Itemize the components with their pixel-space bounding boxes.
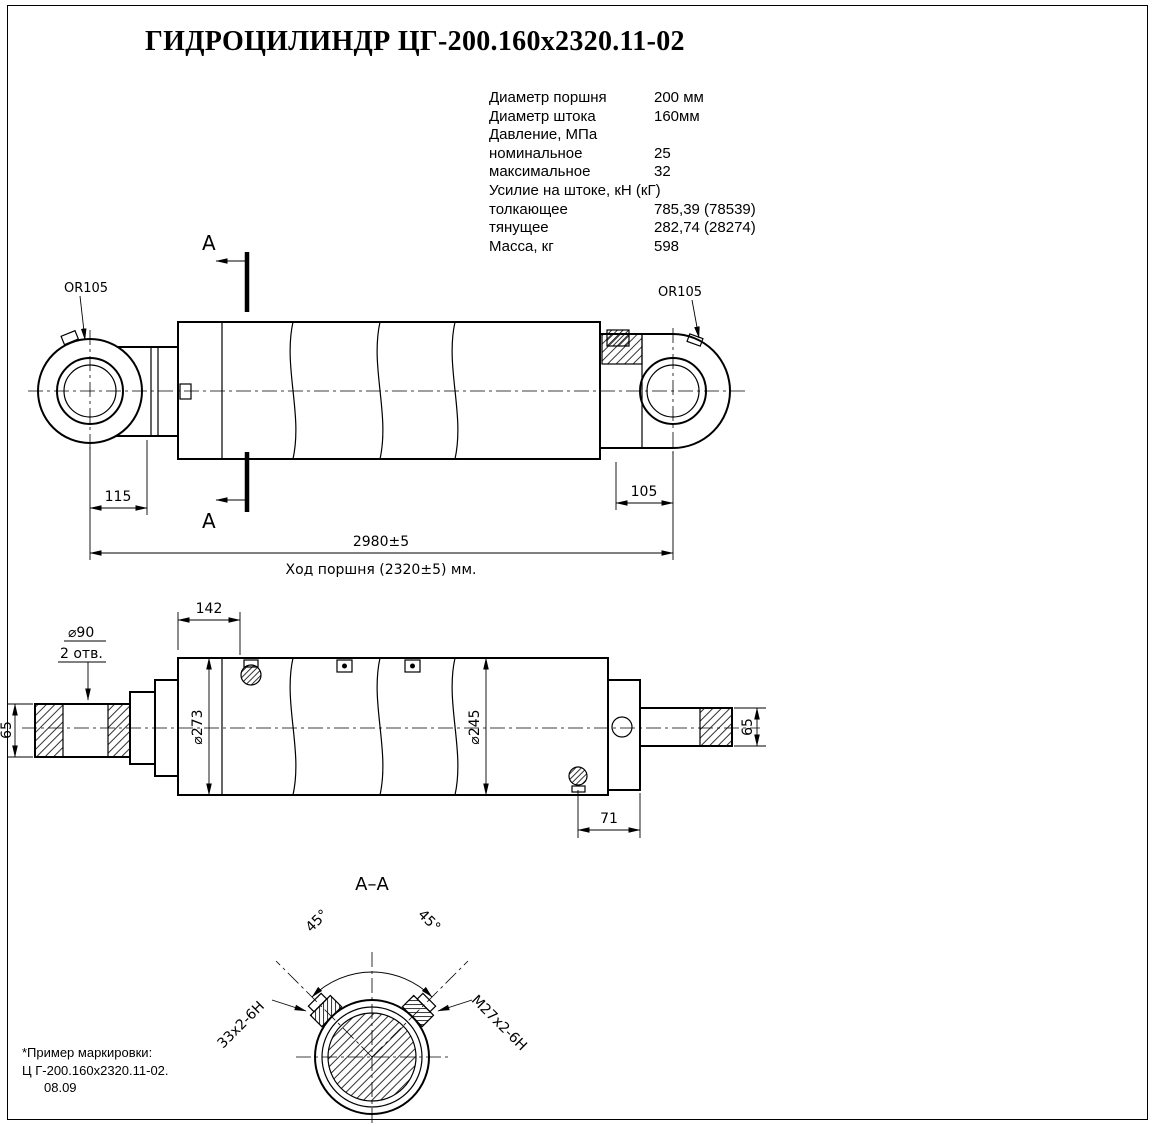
main-view: А А OR105 OR105 115 105 2980±5 Хо xyxy=(28,231,748,578)
right-port-boss xyxy=(401,992,437,1028)
footnote-line-1: *Пример маркировки: xyxy=(22,1045,153,1060)
cylinder-body xyxy=(177,321,601,460)
port-boss-2 xyxy=(404,659,421,673)
spec-row: Диаметр штока 160мм xyxy=(489,108,756,127)
spec-label: Масса, кг xyxy=(489,237,554,255)
break-line xyxy=(289,657,297,796)
section-view-title: А–А xyxy=(355,874,389,895)
eye-radius-callouts: OR105 OR105 xyxy=(64,281,702,341)
dim-dia-245: ⌀245 xyxy=(467,709,483,744)
thread-label-right: М27х2-6Н xyxy=(468,992,530,1054)
port-boss-1 xyxy=(336,659,353,673)
spec-row: Давление, МПа xyxy=(489,126,756,145)
spec-label: толкающее xyxy=(489,200,568,218)
spec-row: тянущее 282,74 (28274) xyxy=(489,219,756,238)
piston-rod xyxy=(116,346,178,437)
angle-arc-right xyxy=(371,971,433,998)
break-line xyxy=(289,321,297,460)
spec-label: Давление, МПа xyxy=(489,126,598,144)
dim-71: 71 xyxy=(600,811,618,827)
dim-105: 105 xyxy=(631,484,658,500)
left-pin xyxy=(34,703,131,758)
angle-label-right: 45° xyxy=(414,907,443,936)
spec-row: номинальное 25 xyxy=(489,145,756,164)
spec-row: максимальное 32 xyxy=(489,163,756,182)
spec-label: тянущее xyxy=(489,219,549,237)
spec-value: 282,74 (28274) xyxy=(654,219,756,237)
dim-65-right: 65 xyxy=(740,718,756,736)
main-dimensions: 115 105 2980±5 Ход поршня (2320±5) мм. xyxy=(89,440,674,578)
leader-line xyxy=(79,295,87,341)
spec-value: 785,39 (78539) xyxy=(654,200,756,218)
marking-footnote: *Пример маркировки: Ц Г-200.160х2320.11-… xyxy=(22,1044,169,1097)
spec-value: 598 xyxy=(654,237,680,255)
gland-fitting xyxy=(606,329,630,347)
dim-65-left: 65 xyxy=(0,721,15,739)
spec-label: Диаметр штока xyxy=(489,107,596,125)
rod-port xyxy=(179,383,192,400)
spec-label: максимальное xyxy=(489,163,591,181)
grease-nipple-left xyxy=(60,329,80,346)
break-line xyxy=(376,657,384,796)
dim-overall-length: 2980±5 xyxy=(353,534,409,550)
section-label-top: А xyxy=(202,231,216,255)
sheet-border xyxy=(7,5,1148,1120)
footnote-line-2: Ц Г-200.160х2320.11-02. xyxy=(22,1062,169,1078)
left-eye xyxy=(37,329,143,452)
dim-142: 142 xyxy=(196,601,223,617)
spec-label: Усилие на штоке, кН (кГ) xyxy=(489,181,661,199)
spec-row: Масса, кг 598 xyxy=(489,238,756,257)
section-marks: А А xyxy=(202,231,250,533)
leader-line xyxy=(271,999,307,1012)
pin-hole-plan xyxy=(611,716,633,738)
angle-label-left: 45° xyxy=(303,907,332,936)
spec-value: 25 xyxy=(654,144,671,162)
spec-row: Усилие на штоке, кН (кГ) xyxy=(489,182,756,201)
break-line xyxy=(451,321,459,460)
break-line xyxy=(376,321,384,460)
spec-row: Диаметр поршня 200 мм xyxy=(489,89,756,108)
stroke-note: Ход поршня (2320±5) мм. xyxy=(286,562,477,578)
right-eye-radius-label: OR105 xyxy=(658,285,702,300)
spec-row: толкающее 785,39 (78539) xyxy=(489,201,756,220)
spec-value: 160мм xyxy=(654,107,700,125)
spec-label: Диаметр поршня xyxy=(489,89,607,106)
dim-dia-273: ⌀273 xyxy=(190,709,206,744)
drawing-title: ГИДРОЦИЛИНДР ЦГ-200.160х2320.11-02 xyxy=(145,26,685,57)
thread-label-left: 33х2-6Н xyxy=(214,998,267,1051)
spec-value: 32 xyxy=(654,163,671,181)
plan-view: 142 ⌀90 2 отв. 65 ⌀273 ⌀245 65 xyxy=(0,601,766,838)
right-eye xyxy=(600,328,731,455)
spec-value: 200 мм xyxy=(654,89,704,106)
right-pin xyxy=(639,707,733,747)
leader-line xyxy=(691,299,700,339)
bottom-fitting xyxy=(568,766,588,793)
rod-cross-section xyxy=(327,1012,417,1102)
section-view: А–А 45° 45° 33х2-6Н М27х2-6Н xyxy=(214,874,530,1125)
left-port-boss xyxy=(307,992,343,1028)
grease-fitting xyxy=(240,659,262,686)
plan-dimensions: 142 ⌀90 2 отв. 65 ⌀273 ⌀245 65 xyxy=(0,601,766,838)
pin-hole-dia-label: ⌀90 xyxy=(68,625,94,641)
section-label-bottom: А xyxy=(202,509,216,533)
right-eye-block-plan xyxy=(607,679,641,791)
leader-line xyxy=(437,999,473,1012)
left-eye-radius-label: OR105 xyxy=(64,281,108,296)
angle-arc-left xyxy=(311,971,373,998)
footnote-line-3: 08.09 xyxy=(44,1080,77,1095)
spec-label: номинальное xyxy=(489,144,583,162)
dim-115: 115 xyxy=(105,489,132,505)
pin-hole-count-label: 2 отв. xyxy=(60,646,103,662)
break-line xyxy=(451,657,459,796)
